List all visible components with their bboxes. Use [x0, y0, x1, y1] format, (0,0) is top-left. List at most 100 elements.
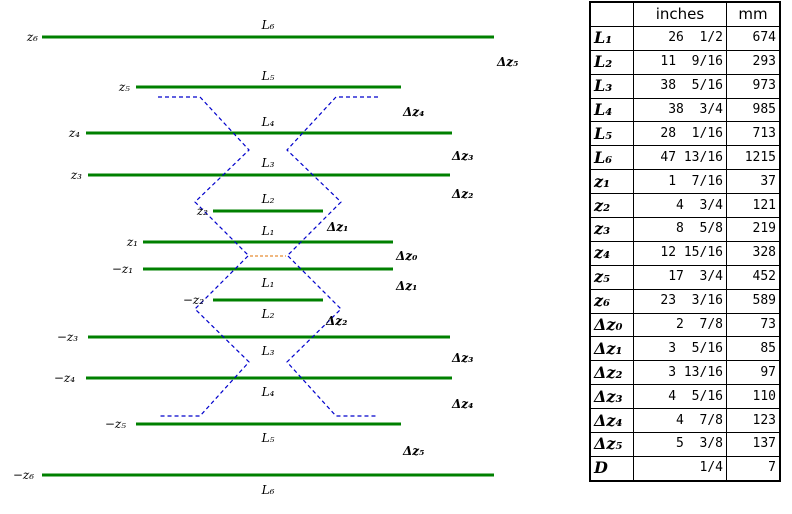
- row-name-cell: z₅: [589, 264, 634, 290]
- row-name-cell: L₄: [589, 97, 634, 123]
- row-name-cell: z₄: [589, 240, 634, 266]
- row-inches-cell: 3 13/16: [633, 360, 727, 386]
- label-L5-bottom: L₅: [261, 431, 275, 445]
- row-mm-cell: 985: [726, 97, 781, 123]
- row-inches-cell: 3 5/16: [633, 336, 727, 362]
- row-mm-cell: 37: [726, 169, 781, 195]
- label-L2-bottom: L₂: [261, 307, 275, 321]
- row-mm-cell: 219: [726, 217, 781, 242]
- row-inches-cell: 38 5/16: [633, 73, 727, 99]
- label-neg-z5: −z₅: [105, 417, 126, 431]
- label-z3: z₃: [70, 168, 82, 182]
- label-dz2-bottom: Δz₂: [325, 314, 347, 328]
- row-name-cell: z₂: [589, 193, 634, 219]
- row-inches-cell: 4 3/4: [633, 193, 727, 219]
- row-inches-cell: 1 7/16: [633, 169, 727, 195]
- row-mm-cell: 973: [726, 73, 781, 99]
- row-mm-cell: 7: [726, 455, 781, 482]
- row-name-cell: Δz₅: [589, 432, 634, 457]
- row-inches-cell: 12 15/16: [633, 240, 727, 266]
- guide-lower-right: [286, 255, 378, 417]
- row-inches-cell: 8 5/8: [633, 217, 727, 242]
- row-inches-cell: 11 9/16: [633, 49, 727, 75]
- row-inches-cell: 47 13/16: [633, 145, 727, 171]
- row-name-cell: L₅: [589, 121, 634, 147]
- guide-lower-left: [158, 255, 250, 417]
- guide-upper-left: [158, 96, 250, 256]
- label-neg-z2: −z₂: [183, 293, 204, 307]
- row-name-cell: z₃: [589, 217, 634, 242]
- row-mm-cell: 123: [726, 408, 781, 434]
- row-inches-cell: 4 7/8: [633, 408, 727, 434]
- row-name-cell: L₃: [589, 73, 634, 99]
- label-L4-bottom: L₄: [261, 385, 275, 399]
- label-z2: z₂: [196, 204, 208, 218]
- label-L2-top: L₂: [261, 192, 275, 206]
- label-z4: z₄: [68, 126, 80, 140]
- header-mm: mm: [726, 1, 781, 27]
- label-z6: z₆: [26, 30, 38, 44]
- label-L3-top: L₃: [261, 156, 275, 170]
- row-inches-cell: 26 1/2: [633, 25, 727, 51]
- row-mm-cell: 1215: [726, 145, 781, 171]
- label-neg-z4: −z₄: [54, 371, 75, 385]
- label-dz5-top: Δz₅: [496, 55, 518, 69]
- row-name-cell: Δz₁: [589, 336, 634, 362]
- row-inches-cell: 23 3/16: [633, 288, 727, 314]
- label-L1-top: L₁: [261, 224, 275, 238]
- row-name-cell: z₁: [589, 169, 634, 195]
- antenna-element-diagram: L₆ L₅ L₄ L₃ L₂ L₁ L₁ L₂ L₃ L₄ L₅ L₆ z₆ z…: [13, 18, 519, 497]
- row-mm-cell: 674: [726, 25, 781, 51]
- row-name-cell: Δz₃: [589, 384, 634, 410]
- label-dz5-bottom: Δz₅: [402, 444, 424, 458]
- row-mm-cell: 328: [726, 240, 781, 266]
- label-dz1-bottom: Δz₁: [395, 279, 417, 293]
- label-z1: z₁: [126, 235, 138, 249]
- table-header-row: inches mm: [589, 1, 781, 27]
- row-name-cell: L₆: [589, 145, 634, 171]
- label-z5: z₅: [118, 80, 130, 94]
- row-name-cell: z₆: [589, 288, 634, 314]
- label-neg-z3: −z₃: [57, 330, 78, 344]
- row-name-cell: Δz₄: [589, 408, 634, 434]
- row-name-cell: Δz₂: [589, 360, 634, 386]
- row-mm-cell: 97: [726, 360, 781, 386]
- row-mm-cell: 110: [726, 384, 781, 410]
- label-dz0: Δz₀: [395, 249, 418, 263]
- label-neg-z1: −z₁: [112, 262, 133, 276]
- label-dz2-top: Δz₂: [451, 187, 473, 201]
- row-mm-cell: 121: [726, 193, 781, 219]
- row-inches-cell: 17 3/4: [633, 264, 727, 290]
- row-mm-cell: 589: [726, 288, 781, 314]
- label-dz1-top: Δz₁: [326, 220, 348, 234]
- row-inches-cell: 28 1/16: [633, 121, 727, 147]
- row-mm-cell: 452: [726, 264, 781, 290]
- row-name-cell: L₂: [589, 49, 634, 75]
- row-name-cell: Δz₀: [589, 312, 634, 338]
- label-L1-bottom: L₁: [261, 276, 275, 290]
- row-inches-cell: 5 3/8: [633, 432, 727, 457]
- header-blank: [589, 1, 634, 27]
- header-inches: inches: [633, 1, 727, 27]
- row-inches-cell: 4 5/16: [633, 384, 727, 410]
- label-L6-top: L₆: [261, 18, 275, 32]
- row-mm-cell: 713: [726, 121, 781, 147]
- label-L3-bottom: L₃: [261, 344, 275, 358]
- label-L5-top: L₅: [261, 69, 275, 83]
- row-inches-cell: 2 7/8: [633, 312, 727, 338]
